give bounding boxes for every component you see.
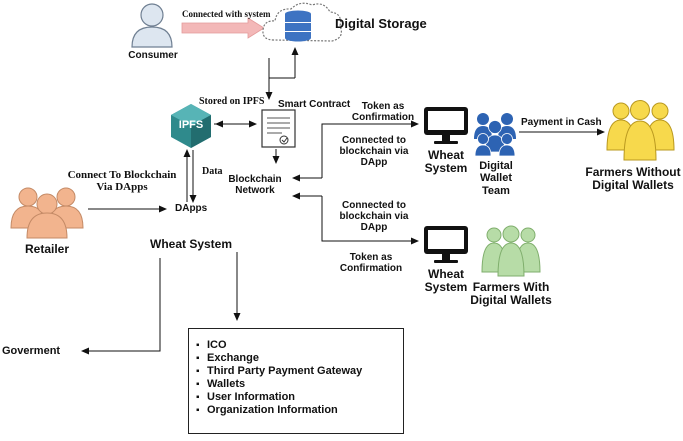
wheat-system-main-label: Wheat System xyxy=(150,237,233,251)
farmers-with-wallets-label: Farmers With Digital Wallets xyxy=(470,280,552,308)
connected-dapp-bottom-label: Connected to blockchain via DApp xyxy=(339,200,409,234)
farmers-without-wallets-icon xyxy=(606,100,675,161)
digital-storage-label: Digital Storage xyxy=(335,16,427,31)
wheat-system-top-monitor-icon xyxy=(424,107,468,144)
token-confirmation-top-label: Token as Confirmation xyxy=(351,101,415,124)
component-item: Third Party Payment Gateway xyxy=(196,365,403,378)
wheat-system-components-box: ICO Exchange Third Party Payment Gateway… xyxy=(188,328,404,434)
digital-wallet-team-label: Digital Wallet Team xyxy=(479,160,513,197)
farmers-without-wallets-label: Farmers Without Digital Wallets xyxy=(585,165,681,193)
wheat-system-top-label: Wheat System xyxy=(424,148,468,176)
farmers-with-wallets-icon xyxy=(481,225,541,277)
blockchain-network-label: Blockchain Network xyxy=(228,174,282,197)
connect-to-blockchain-label: Connect To Blockchain Via DApps xyxy=(67,169,177,194)
blockchain-to-bottom-wheat-arrow xyxy=(321,196,419,245)
consumer-label: Consumer xyxy=(128,50,178,61)
digital-storage-icon xyxy=(262,2,342,42)
dapps-label: DApps xyxy=(175,203,208,214)
blockchain-to-top-wheat-arrow xyxy=(321,120,419,178)
connected-dapp-top-label: Connected to blockchain via DApp xyxy=(339,135,409,169)
component-item: Organization Information xyxy=(196,404,403,417)
stored-on-ipfs-label: Stored on IPFS xyxy=(199,96,265,107)
token-confirmation-bottom-label: Token as Confirmation xyxy=(339,252,403,275)
smart-contract-icon xyxy=(261,109,296,148)
connected-with-system-arrow xyxy=(181,17,265,39)
connected-with-system-label: Connected with system xyxy=(182,9,271,19)
smart-contract-label: Smart Contract xyxy=(278,99,351,110)
ipfs-logo-text: IPFS xyxy=(178,119,204,131)
ipfs-logo-icon xyxy=(171,104,211,148)
wheat-system-bottom-monitor-icon xyxy=(424,226,468,263)
digital-wallet-team-icon xyxy=(474,113,516,157)
components-list: ICO Exchange Third Party Payment Gateway… xyxy=(189,329,403,417)
wheat-system-to-goverment-arrow xyxy=(81,258,161,355)
retailer-label: Retailer xyxy=(24,242,70,256)
component-item: Exchange xyxy=(196,352,403,365)
goverment-label: Goverment xyxy=(2,345,61,357)
component-item: User Information xyxy=(196,391,403,404)
data-label: Data xyxy=(202,166,223,177)
consumer-icon xyxy=(131,3,173,48)
component-item: Wallets xyxy=(196,378,403,391)
wheat-system-bottom-label: Wheat System xyxy=(424,267,468,295)
payment-in-cash-label: Payment in Cash xyxy=(521,117,602,128)
retailer-icon xyxy=(10,187,84,239)
component-item: ICO xyxy=(196,339,403,352)
